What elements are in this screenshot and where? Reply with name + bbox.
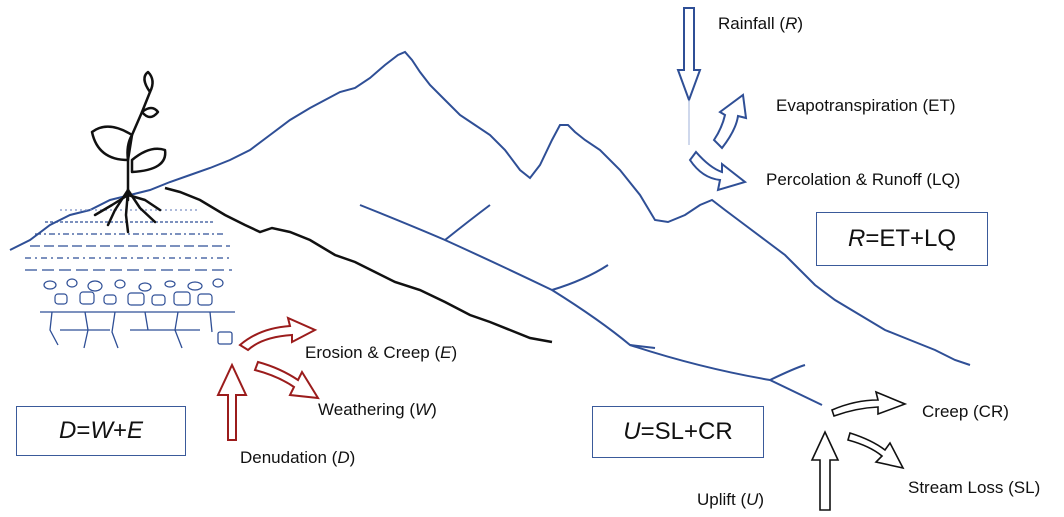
rainfall-equation-box: R=ET+LQ [816,212,988,266]
percolation-label: Percolation & Runoff (LQ) [766,170,961,189]
drainage-network [359,204,823,406]
creep-label: Creep (CR) [922,402,1009,421]
rainfall-label: Rainfall (R) [718,14,804,33]
weathering-arrow [253,360,320,400]
stream-loss-arrow [847,431,905,470]
percolation-arrow [688,150,748,192]
plant-icon [90,70,167,234]
denudation-equation-box: D=W+E [16,406,186,456]
creep-arrow [831,390,908,418]
erosion-arrow [238,316,318,352]
bedrock-boundary [164,186,553,344]
denudation-arrow [216,362,248,441]
uplift-equation-box: U=SL+CR [592,406,764,458]
uplift-label: Uplift (U) [697,490,765,509]
mountain-outline [9,50,971,366]
evapotranspiration-arrow [712,93,748,150]
denudation-label: Denudation (D) [240,448,356,467]
evapotranspiration-label: Evapotranspiration (ET) [776,96,956,115]
stream-loss-label: Stream Loss (SL) [908,478,1041,497]
erosion-label: Erosion & Creep (E) [305,343,458,362]
weathering-label: Weathering (W) [318,400,437,419]
soil-profile [25,209,235,349]
uplift-arrow [810,430,840,511]
rainfall-arrow [676,7,702,145]
